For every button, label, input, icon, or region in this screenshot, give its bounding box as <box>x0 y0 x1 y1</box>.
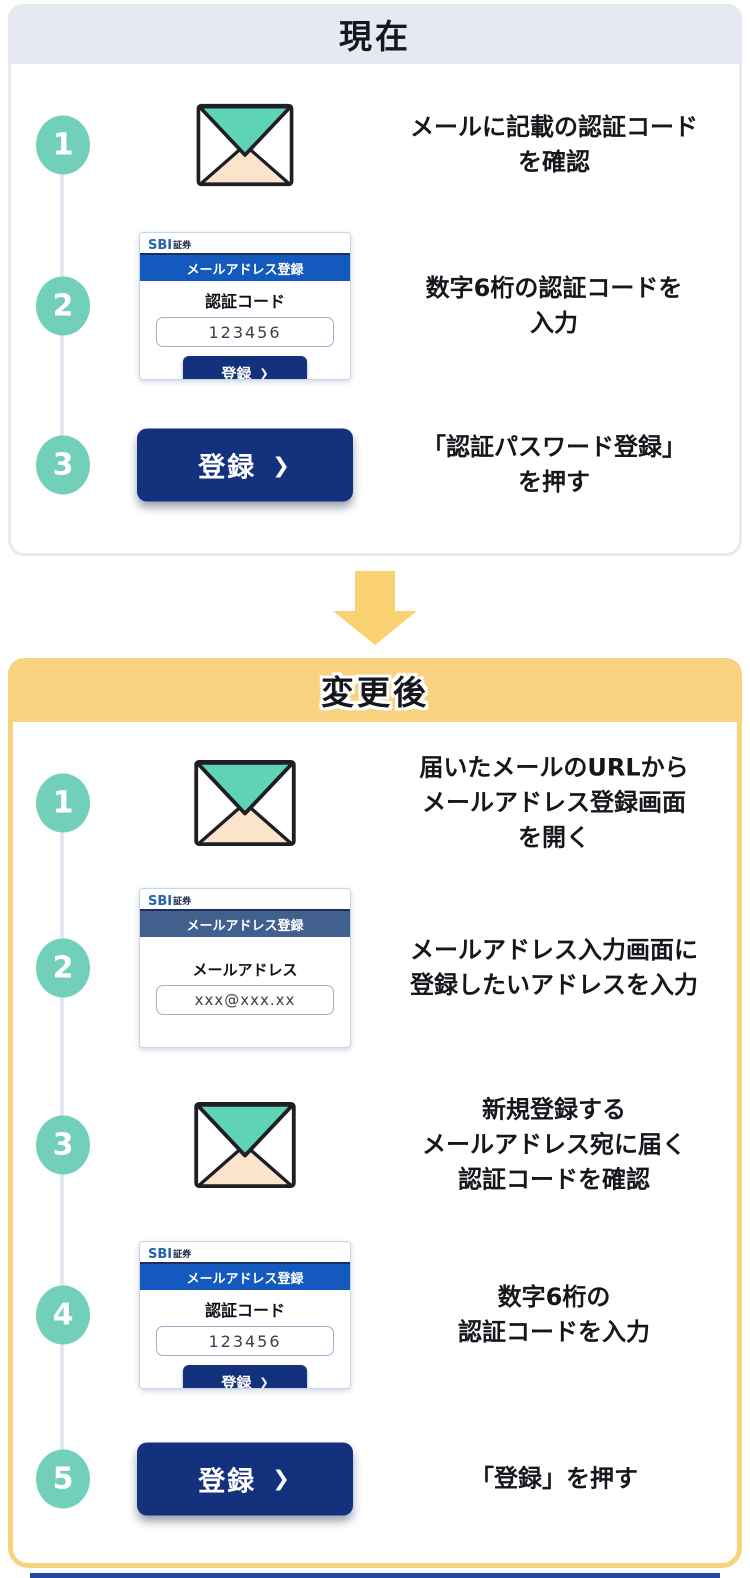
sbi-logo-suffix: 証券 <box>173 1250 192 1260</box>
step-number-badge: 3 <box>36 1115 90 1175</box>
step-description-line: を確認 <box>518 148 590 176</box>
step-row: 2 SBI 証券 メールアドレス登録 メールアドレス xxx@xxx.xx メー… <box>0 888 750 1048</box>
step-description-line: 「認証パスワード登録」 <box>422 433 686 461</box>
step-description-line: 数字6桁の認証コードを <box>425 274 683 302</box>
step-row: 1 メールに記載の認証コード を確認 <box>0 95 750 195</box>
mini-register-button: 登録 ❯ <box>183 1365 307 1389</box>
step-row: 3 新規登録する メールアドレス宛に届く 認証コードを確認 <box>0 1095 750 1195</box>
step-visual <box>110 1101 380 1189</box>
chevron-right-icon: ❯ <box>259 1375 269 1389</box>
step-number-badge: 4 <box>36 1285 90 1345</box>
mini-screen-title-bar: メールアドレス登録 <box>140 255 350 281</box>
auth-code-input: 123456 <box>156 1326 334 1356</box>
step-description: 届いたメールのURLから メールアドレス登録画面 を開く <box>372 751 736 856</box>
step-description-line: 入力 <box>530 309 578 337</box>
step-description-line: メールアドレス登録画面 <box>422 788 686 817</box>
step-description-line: メールに記載の認証コード <box>410 113 698 141</box>
step-description-line: 届いたメールのURLから <box>419 753 689 782</box>
step-number-badge: 1 <box>36 773 90 833</box>
step-visual: 登録 ❯ <box>110 1442 380 1515</box>
sbi-logo: SBI 証券 <box>140 233 350 255</box>
step-description-line: 認証コードを確認 <box>458 1165 650 1194</box>
register-button: 登録 ❯ <box>137 428 353 502</box>
step-description: メールアドレス入力画面に 登録したいアドレスを入力 <box>372 933 736 1003</box>
step-visual: SBI 証券 メールアドレス登録 認証コード 123456 登録 ❯ <box>110 1241 380 1389</box>
step-number-badge: 1 <box>36 115 90 175</box>
step-description-line: メールアドレス入力画面に <box>410 936 698 964</box>
mini-register-button: 登録 ❯ <box>183 356 307 380</box>
sbi-logo-text: SBI <box>148 894 173 909</box>
current-section-header: 現在 <box>8 4 742 64</box>
step-row: 2 SBI 証券 メールアドレス登録 認証コード 123456 登録 ❯ 数字6… <box>0 232 750 380</box>
clipped-next-section-strip <box>30 1573 720 1578</box>
step-number-badge: 2 <box>36 276 90 336</box>
after-section-title: 変更後 <box>321 673 429 712</box>
mini-register-button-label: 登録 <box>221 364 252 380</box>
step-description: メールに記載の認証コード を確認 <box>372 110 736 180</box>
sbi-logo: SBI 証券 <box>140 889 350 911</box>
sbi-logo-suffix: 証券 <box>173 897 192 907</box>
mini-screenshot-email-entry: SBI 証券 メールアドレス登録 メールアドレス xxx@xxx.xx <box>139 888 351 1048</box>
step-description-line: 「登録」を押す <box>470 1464 638 1492</box>
auth-code-label: 認証コード <box>204 292 285 311</box>
auth-code-input: 123456 <box>156 317 334 347</box>
after-section-header: 変更後 <box>8 658 742 722</box>
step-row: 4 SBI 証券 メールアドレス登録 認証コード 123456 登録 ❯ 数字6… <box>0 1238 750 1392</box>
step-description: 数字6桁の 認証コードを入力 <box>372 1280 736 1350</box>
step-description-line: メールアドレス宛に届く <box>422 1130 686 1159</box>
step-visual <box>110 759 380 847</box>
step-description: 「登録」を押す <box>372 1461 736 1496</box>
step-description-line: 新規登録する <box>482 1095 626 1124</box>
step-visual: SBI 証券 メールアドレス登録 認証コード 123456 登録 ❯ <box>110 232 380 380</box>
sbi-logo-text: SBI <box>148 238 173 253</box>
step-number-badge: 5 <box>36 1449 90 1508</box>
chevron-right-icon: ❯ <box>272 1466 292 1491</box>
mini-screen-title-bar: メールアドレス登録 <box>140 1264 350 1290</box>
email-label: メールアドレス <box>192 961 298 979</box>
step-description-line: 認証コードを入力 <box>458 1318 650 1346</box>
step-description: 新規登録する メールアドレス宛に届く 認証コードを確認 <box>372 1093 736 1198</box>
step-description: 「認証パスワード登録」 を押す <box>372 430 736 500</box>
sbi-logo-suffix: 証券 <box>173 241 192 251</box>
chevron-right-icon: ❯ <box>259 366 269 380</box>
step-description: 数字6桁の認証コードを 入力 <box>372 271 736 341</box>
sbi-logo-text: SBI <box>148 1247 173 1262</box>
step-description-line: を押す <box>518 468 590 496</box>
step-description-line: 数字6桁の <box>497 1283 611 1311</box>
register-button-label: 登録 <box>198 452 257 484</box>
step-visual: SBI 証券 メールアドレス登録 メールアドレス xxx@xxx.xx <box>110 888 380 1048</box>
mini-screenshot-auth-code: SBI 証券 メールアドレス登録 認証コード 123456 登録 ❯ <box>139 1241 351 1389</box>
envelope-icon <box>196 103 294 187</box>
down-arrow-icon <box>333 571 417 645</box>
step-visual: 登録 ❯ <box>110 428 380 502</box>
step-description-line: を開く <box>518 823 590 852</box>
step-row: 5 登録 ❯ 「登録」を押す <box>0 1441 750 1516</box>
email-input: xxx@xxx.xx <box>156 985 334 1015</box>
envelope-icon <box>194 759 296 847</box>
register-button: 登録 ❯ <box>137 1442 353 1515</box>
chevron-right-icon: ❯ <box>272 453 292 477</box>
step-row: 3 登録 ❯ 「認証パスワード登録」 を押す <box>0 428 750 502</box>
mini-screen-title-bar: メールアドレス登録 <box>140 911 350 937</box>
step-number-badge: 3 <box>36 435 90 495</box>
register-button-label: 登録 <box>198 1466 257 1497</box>
step-row: 1 届いたメールのURLから メールアドレス登録画面 を開く <box>0 750 750 856</box>
step-visual <box>110 103 380 187</box>
envelope-icon <box>194 1101 296 1189</box>
step-number-badge: 2 <box>36 938 90 998</box>
mini-register-button-label: 登録 <box>221 1373 252 1389</box>
step-description-line: 登録したいアドレスを入力 <box>410 971 698 999</box>
sbi-logo: SBI 証券 <box>140 1242 350 1264</box>
current-section-title: 現在 <box>339 17 411 56</box>
current-section-card <box>8 4 742 556</box>
mini-screenshot-auth-code: SBI 証券 メールアドレス登録 認証コード 123456 登録 ❯ <box>139 232 351 380</box>
auth-code-label: 認証コード <box>204 1301 285 1320</box>
